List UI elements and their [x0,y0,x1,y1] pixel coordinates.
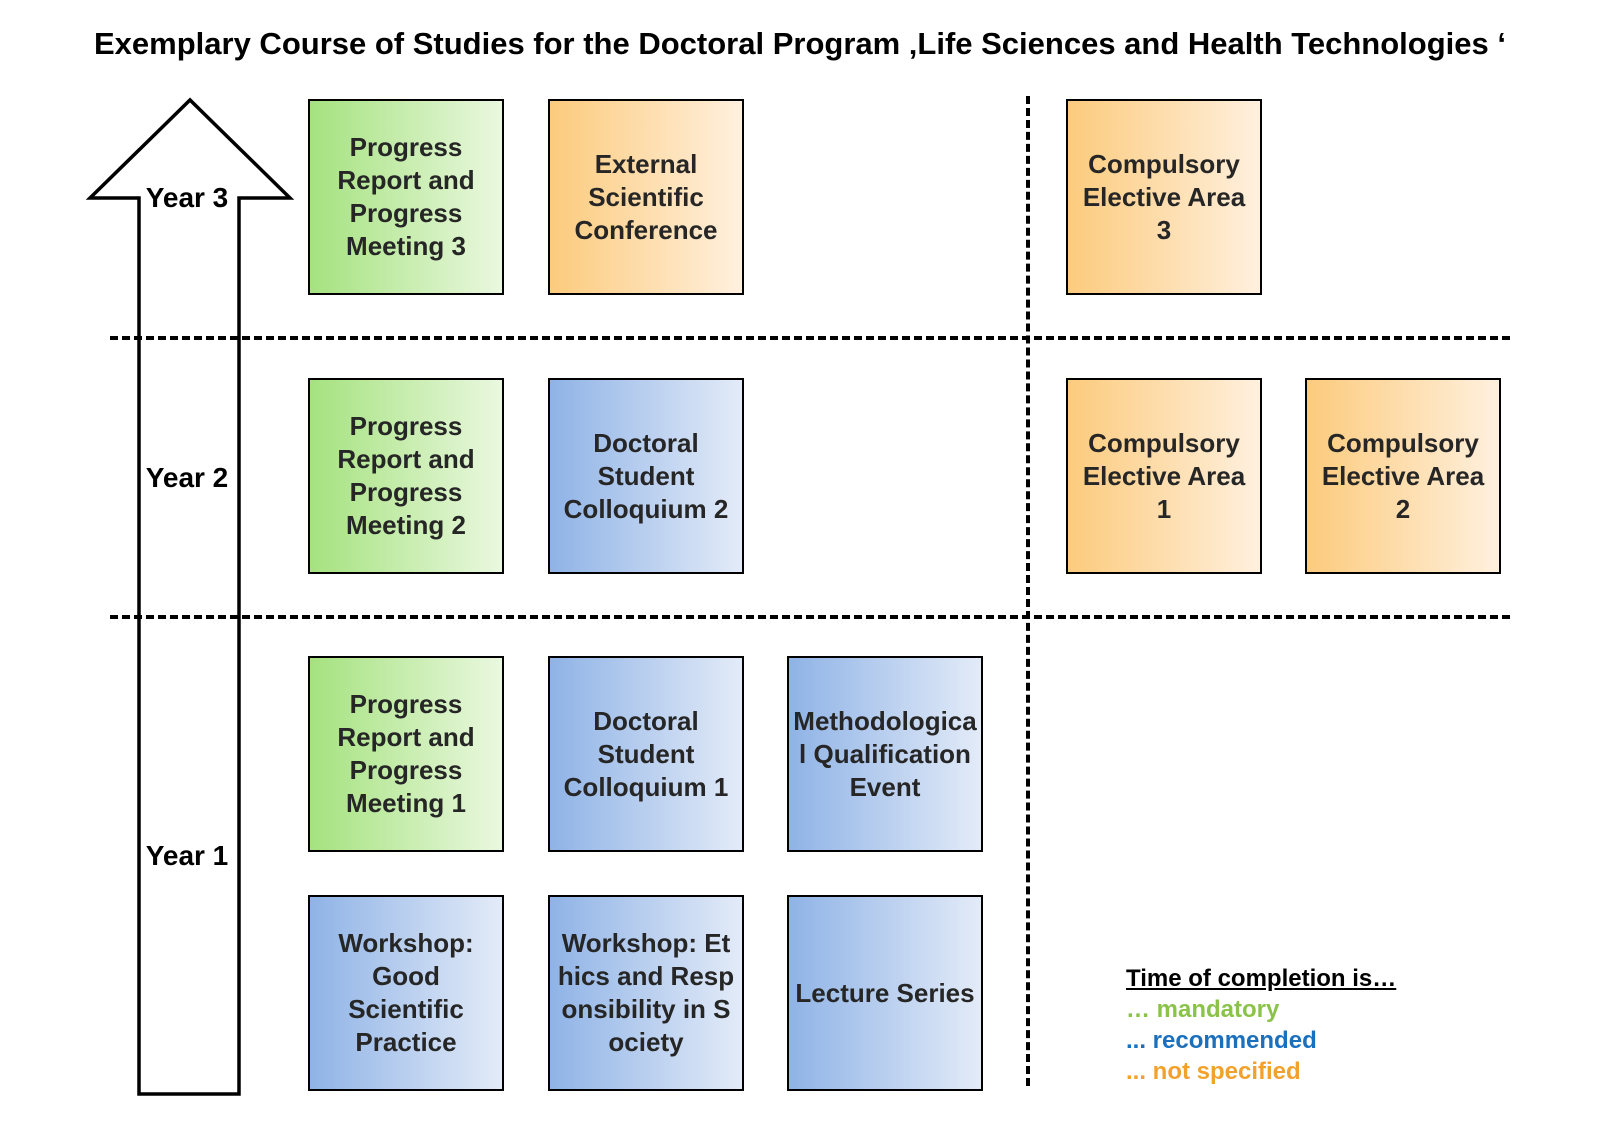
legend-not-specified: ... not specified [1126,1058,1301,1085]
timeline-arrow-icon [85,97,295,1096]
box-progress-meeting-3: Progress Report and Progress Meeting 3 [308,99,504,295]
year-divider-3-2 [110,336,1510,340]
box-elective-area-2: Compulsory Elective Area 2 [1305,378,1501,574]
box-elective-area-1: Compulsory Elective Area 1 [1066,378,1262,574]
year-label-3: Year 3 [145,182,229,213]
box-external-conference: External Scientific Conference [548,99,744,295]
year-label-2: Year 2 [145,462,229,493]
box-methodological-qualification: Methodological Qualification Event [787,656,983,852]
box-colloquium-1: Doctoral Student Colloquium 1 [548,656,744,852]
legend-recommended: ... recommended [1126,1027,1317,1054]
legend-heading: Time of completion is… [1126,965,1397,992]
diagram-title: Exemplary Course of Studies for the Doct… [94,26,1506,61]
elective-divider [1026,96,1030,1086]
year-label-1: Year 1 [145,840,229,871]
box-progress-meeting-1: Progress Report and Progress Meeting 1 [308,656,504,852]
box-workshop-good-practice: Workshop: Good Scientific Practice [308,895,504,1091]
legend: Time of completion is… … mandatory ... r… [1126,963,1396,1087]
year-divider-2-1 [110,615,1510,619]
box-progress-meeting-2: Progress Report and Progress Meeting 2 [308,378,504,574]
legend-mandatory: … mandatory [1126,996,1280,1023]
box-lecture-series: Lecture Series [787,895,983,1091]
box-elective-area-3: Compulsory Elective Area 3 [1066,99,1262,295]
box-workshop-ethics: Workshop: Ethics and Responsibility in S… [548,895,744,1091]
box-colloquium-2: Doctoral Student Colloquium 2 [548,378,744,574]
